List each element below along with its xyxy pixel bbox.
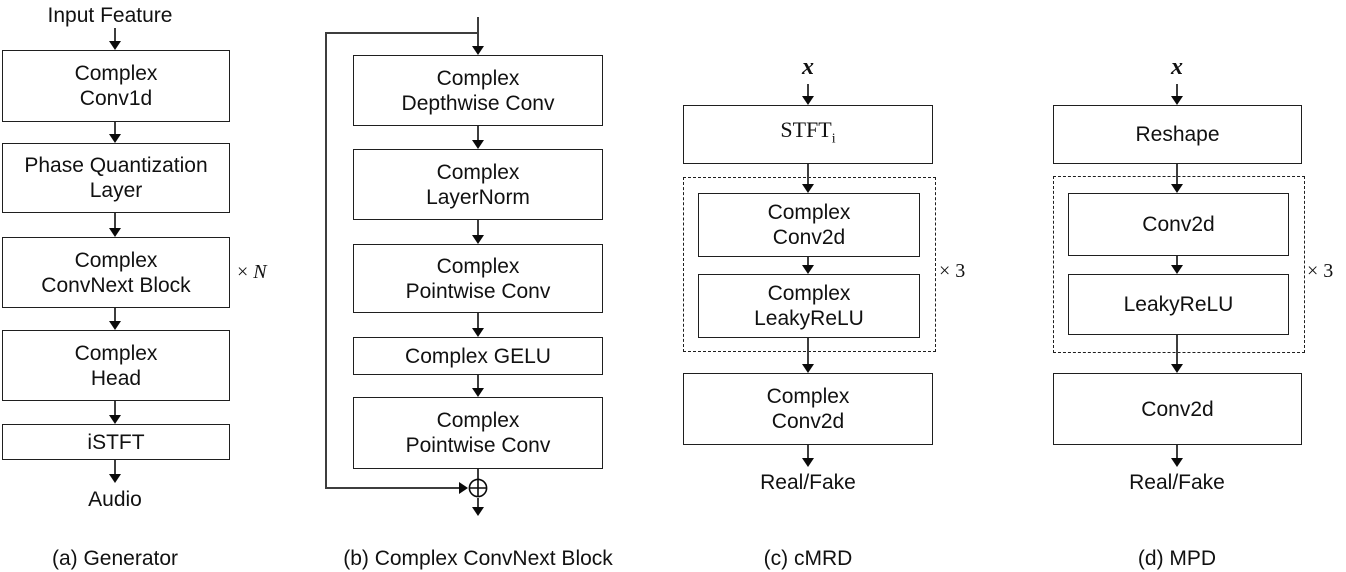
- repeat-group-dashed-box: [1053, 176, 1305, 353]
- repeat-3-label: × 3: [1307, 260, 1334, 282]
- box-istft: iSTFT: [2, 424, 230, 460]
- box-conv2d-1: Conv2d: [1068, 193, 1289, 256]
- box-label: LeakyReLU: [754, 307, 864, 330]
- box-complex-conv2d-2: Complex Conv2d: [683, 373, 933, 445]
- arrow-down-icon: [802, 164, 814, 193]
- box-label: LayerNorm: [426, 185, 530, 209]
- box-reshape: Reshape: [1053, 105, 1302, 164]
- skip-vertical-line: [325, 32, 327, 489]
- arrow-down-icon: [109, 28, 121, 50]
- box-complex-convnext-block: Complex ConvNext Block: [2, 237, 230, 308]
- skip-branch-line: [325, 32, 479, 34]
- connector-line: [477, 469, 479, 479]
- caption-generator: (a) Generator: [51, 547, 179, 570]
- box-label: Complex: [436, 254, 520, 278]
- input-line: [477, 17, 479, 46]
- box-label: Layer: [89, 179, 143, 202]
- arrow-down-icon: [472, 40, 484, 55]
- box-label: Reshape: [1135, 123, 1220, 146]
- arrow-down-icon: [802, 257, 814, 274]
- audio-label: Audio: [88, 488, 142, 511]
- input-feature-label: Input Feature: [47, 4, 173, 27]
- repeat-n-label: × N: [237, 260, 267, 284]
- arrow-down-icon: [1171, 84, 1183, 105]
- box-label: STFTi: [780, 116, 836, 151]
- box-label: ConvNext Block: [41, 273, 191, 297]
- box-label: Complex: [74, 62, 158, 85]
- arrow-down-icon: [109, 122, 121, 143]
- box-label: Conv2d: [1141, 397, 1214, 421]
- arrow-down-icon: [802, 84, 814, 105]
- arrow-down-icon: [472, 498, 484, 516]
- box-label: Complex: [74, 248, 158, 272]
- arrow-down-icon: [109, 213, 121, 237]
- box-complex-pointwise-conv-2: Complex Pointwise Conv: [353, 397, 603, 469]
- input-x-label: x: [1171, 54, 1183, 80]
- box-label: Complex: [436, 66, 520, 90]
- arrow-down-icon: [472, 126, 484, 149]
- box-complex-gelu: Complex GELU: [353, 337, 603, 375]
- skip-arrow-right-icon: [325, 482, 468, 494]
- box-phase-quantization-layer: Phase Quantization Layer: [2, 143, 230, 213]
- arrow-down-icon: [109, 460, 121, 483]
- box-label: Phase Quantization: [24, 154, 208, 177]
- repeat-variable: N: [253, 261, 267, 283]
- box-label: LeakyReLU: [1123, 293, 1234, 316]
- box-label: Conv2d: [771, 410, 845, 433]
- stft-subscript: i: [831, 131, 836, 147]
- box-stft: STFTi: [683, 105, 933, 164]
- box-label: Complex: [766, 385, 850, 408]
- box-label: Complex: [74, 341, 158, 365]
- caption-convnext-block: (b) Complex ConvNext Block: [343, 547, 613, 570]
- arrow-down-icon: [802, 445, 814, 467]
- box-label: Complex: [436, 160, 520, 184]
- arrow-down-icon: [1171, 445, 1183, 467]
- caption-cmrd: (c) cMRD: [763, 547, 853, 570]
- arrow-down-icon: [109, 401, 121, 424]
- box-complex-pointwise-conv-1: Complex Pointwise Conv: [353, 244, 603, 313]
- box-complex-conv1d: Complex Conv1d: [2, 50, 230, 122]
- box-label: Complex: [436, 409, 520, 432]
- repeat-group-dashed-box: [683, 177, 936, 352]
- circle-plus-icon: [468, 478, 488, 503]
- arrow-down-icon: [1171, 256, 1183, 274]
- box-label: Conv2d: [772, 226, 846, 249]
- arrow-down-icon: [802, 338, 814, 373]
- times-symbol: ×: [237, 261, 249, 283]
- real-fake-label: Real/Fake: [1129, 471, 1225, 494]
- repeat-3-label: × 3: [939, 260, 966, 282]
- box-label: Complex: [767, 201, 851, 224]
- box-label: Complex GELU: [405, 344, 551, 368]
- arrow-down-icon: [472, 313, 484, 337]
- box-leakyrelu: LeakyReLU: [1068, 274, 1289, 335]
- caption-mpd: (d) MPD: [1137, 547, 1217, 570]
- arrow-down-icon: [1171, 164, 1183, 193]
- box-complex-depthwise-conv: Complex Depthwise Conv: [353, 55, 603, 126]
- input-x-label: x: [802, 54, 814, 80]
- box-conv2d-2: Conv2d: [1053, 373, 1302, 445]
- box-label: Pointwise Conv: [405, 279, 551, 303]
- stft-text: STFT: [780, 116, 832, 142]
- arrow-down-icon: [472, 220, 484, 244]
- box-complex-layernorm: Complex LayerNorm: [353, 149, 603, 220]
- box-label: Head: [90, 366, 142, 390]
- box-label: iSTFT: [87, 430, 145, 454]
- box-label: Pointwise Conv: [405, 434, 551, 457]
- box-complex-leakyrelu: Complex LeakyReLU: [698, 274, 920, 338]
- arrow-down-icon: [472, 375, 484, 397]
- real-fake-label: Real/Fake: [760, 471, 856, 494]
- box-complex-head: Complex Head: [2, 330, 230, 401]
- box-label: Complex: [767, 282, 851, 305]
- arrow-down-icon: [1171, 335, 1183, 373]
- box-label: Conv2d: [1142, 213, 1215, 236]
- box-label: Conv1d: [79, 87, 153, 110]
- box-label: Depthwise Conv: [401, 91, 555, 115]
- arrow-down-icon: [109, 308, 121, 330]
- box-complex-conv2d-1: Complex Conv2d: [698, 193, 920, 257]
